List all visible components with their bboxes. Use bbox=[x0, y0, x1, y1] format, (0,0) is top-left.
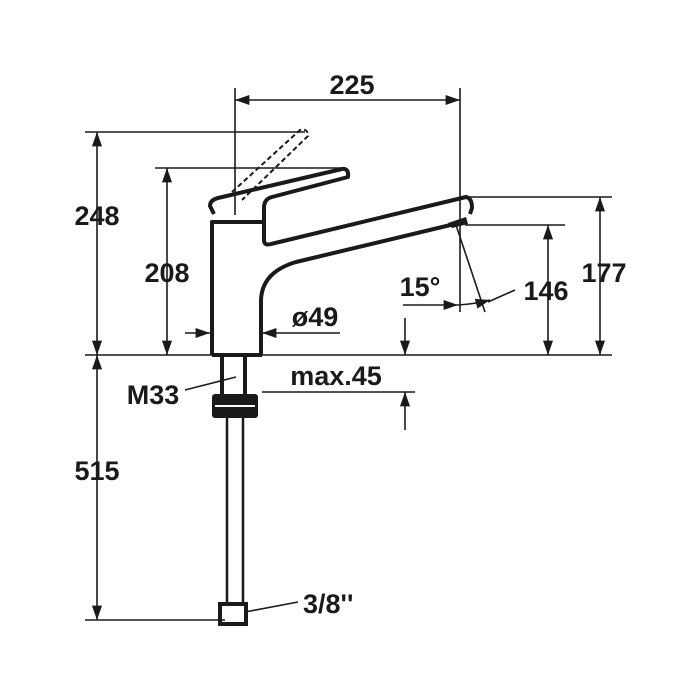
label-15-degrees: 15° bbox=[400, 272, 441, 302]
label-3-8-inch: 3/8'' bbox=[303, 589, 353, 619]
dimension-lines bbox=[91, 94, 606, 620]
label-177: 177 bbox=[581, 258, 626, 288]
label-248: 248 bbox=[74, 201, 119, 231]
label-m33: M33 bbox=[127, 380, 180, 410]
label-208: 208 bbox=[144, 258, 189, 288]
lever-open-dashed bbox=[231, 128, 310, 201]
body bbox=[210, 220, 262, 355]
spout-bottom bbox=[259, 220, 464, 355]
lever bbox=[208, 166, 474, 247]
hose-connector bbox=[218, 602, 248, 626]
label-146: 146 bbox=[523, 276, 568, 306]
label-225: 225 bbox=[329, 70, 374, 100]
aerator bbox=[448, 217, 468, 228]
faucet-outline bbox=[208, 128, 474, 626]
label-max-45: max.45 bbox=[290, 361, 382, 391]
extension-lines bbox=[85, 88, 612, 621]
label-515: 515 bbox=[74, 456, 119, 486]
label-diameter-49: ø49 bbox=[292, 302, 339, 332]
